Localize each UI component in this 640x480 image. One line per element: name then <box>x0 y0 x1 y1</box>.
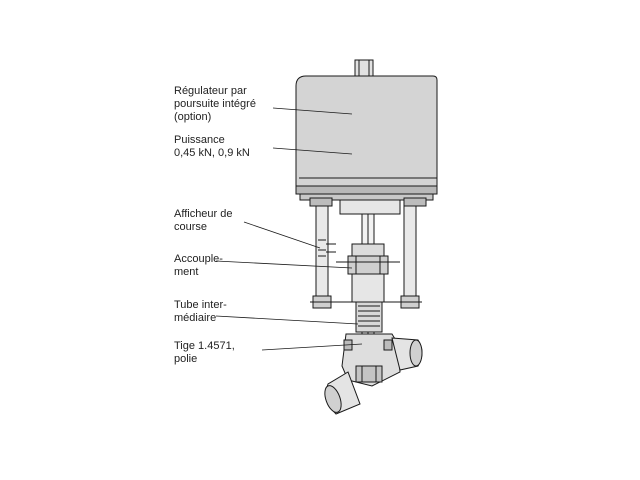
label-regulator: Régulateur par poursuite intégré (option… <box>174 85 256 124</box>
top-nut <box>354 59 374 77</box>
label-power: Puissance 0,45 kN, 0,9 kN <box>174 134 250 160</box>
label-regulator-line-1: Régulateur par <box>174 85 247 97</box>
leader-coupling <box>215 260 353 269</box>
label-stroke-line-2: course <box>174 221 208 233</box>
intermediate-tube <box>351 273 385 333</box>
coupling <box>336 243 400 275</box>
label-stroke-indicator: Afficheur de course <box>174 208 233 234</box>
label-coupling-line-2: ment <box>174 266 199 278</box>
label-coupling: Accouple- ment <box>174 253 223 279</box>
label-intermediate-tube: Tube inter- médiaire <box>174 299 227 325</box>
label-stroke-line-1: Afficheur de <box>174 208 233 220</box>
actuator-housing <box>295 75 438 201</box>
label-stem-line-1: Tige 1.4571, <box>174 340 235 352</box>
leader-regulator <box>272 107 353 115</box>
label-coupling-line-1: Accouple- <box>174 253 223 265</box>
label-stem-line-2: polie <box>174 353 198 365</box>
mounting-bracket <box>309 197 427 309</box>
label-stem: Tige 1.4571, polie <box>174 340 235 366</box>
leader-lines <box>215 107 363 351</box>
label-regulator-line-3: (option) <box>174 111 212 123</box>
leader-tube <box>215 315 359 325</box>
label-tube-line-2: médiaire <box>174 312 217 324</box>
label-regulator-line-2: poursuite intégré <box>174 98 256 110</box>
label-power-line-1: Puissance <box>174 134 225 146</box>
valve-body <box>324 333 423 415</box>
label-tube-line-1: Tube inter- <box>174 299 227 311</box>
label-power-line-2: 0,45 kN, 0,9 kN <box>174 147 250 159</box>
leader-power <box>272 147 353 155</box>
leader-stem <box>261 343 363 351</box>
leader-stroke <box>243 221 321 249</box>
stroke-indicator <box>326 243 336 253</box>
